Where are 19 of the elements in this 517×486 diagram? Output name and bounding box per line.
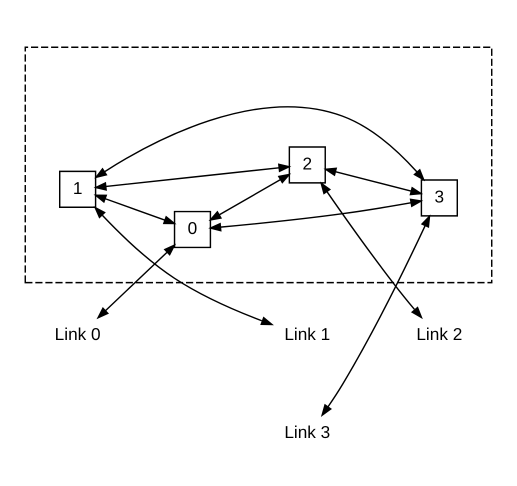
node-box: 3	[420, 178, 458, 216]
node-text: Link 2	[416, 324, 462, 344]
node-box: 2	[288, 146, 326, 184]
arrow	[94, 162, 292, 190]
arrow	[324, 167, 424, 195]
arrow	[94, 206, 274, 325]
arrow	[208, 198, 424, 232]
arrow	[320, 214, 430, 416]
node-box: 1	[59, 170, 96, 208]
arrow	[94, 106, 426, 181]
node-box: 0	[174, 210, 212, 248]
node-text: Link 3	[284, 421, 330, 442]
arrow	[320, 180, 423, 319]
arrow	[208, 172, 292, 221]
node-text: Link 1	[284, 324, 330, 344]
node-text: Link 0	[54, 324, 101, 344]
cluster	[24, 46, 492, 283]
arrow	[94, 194, 176, 224]
arrow	[96, 243, 176, 319]
